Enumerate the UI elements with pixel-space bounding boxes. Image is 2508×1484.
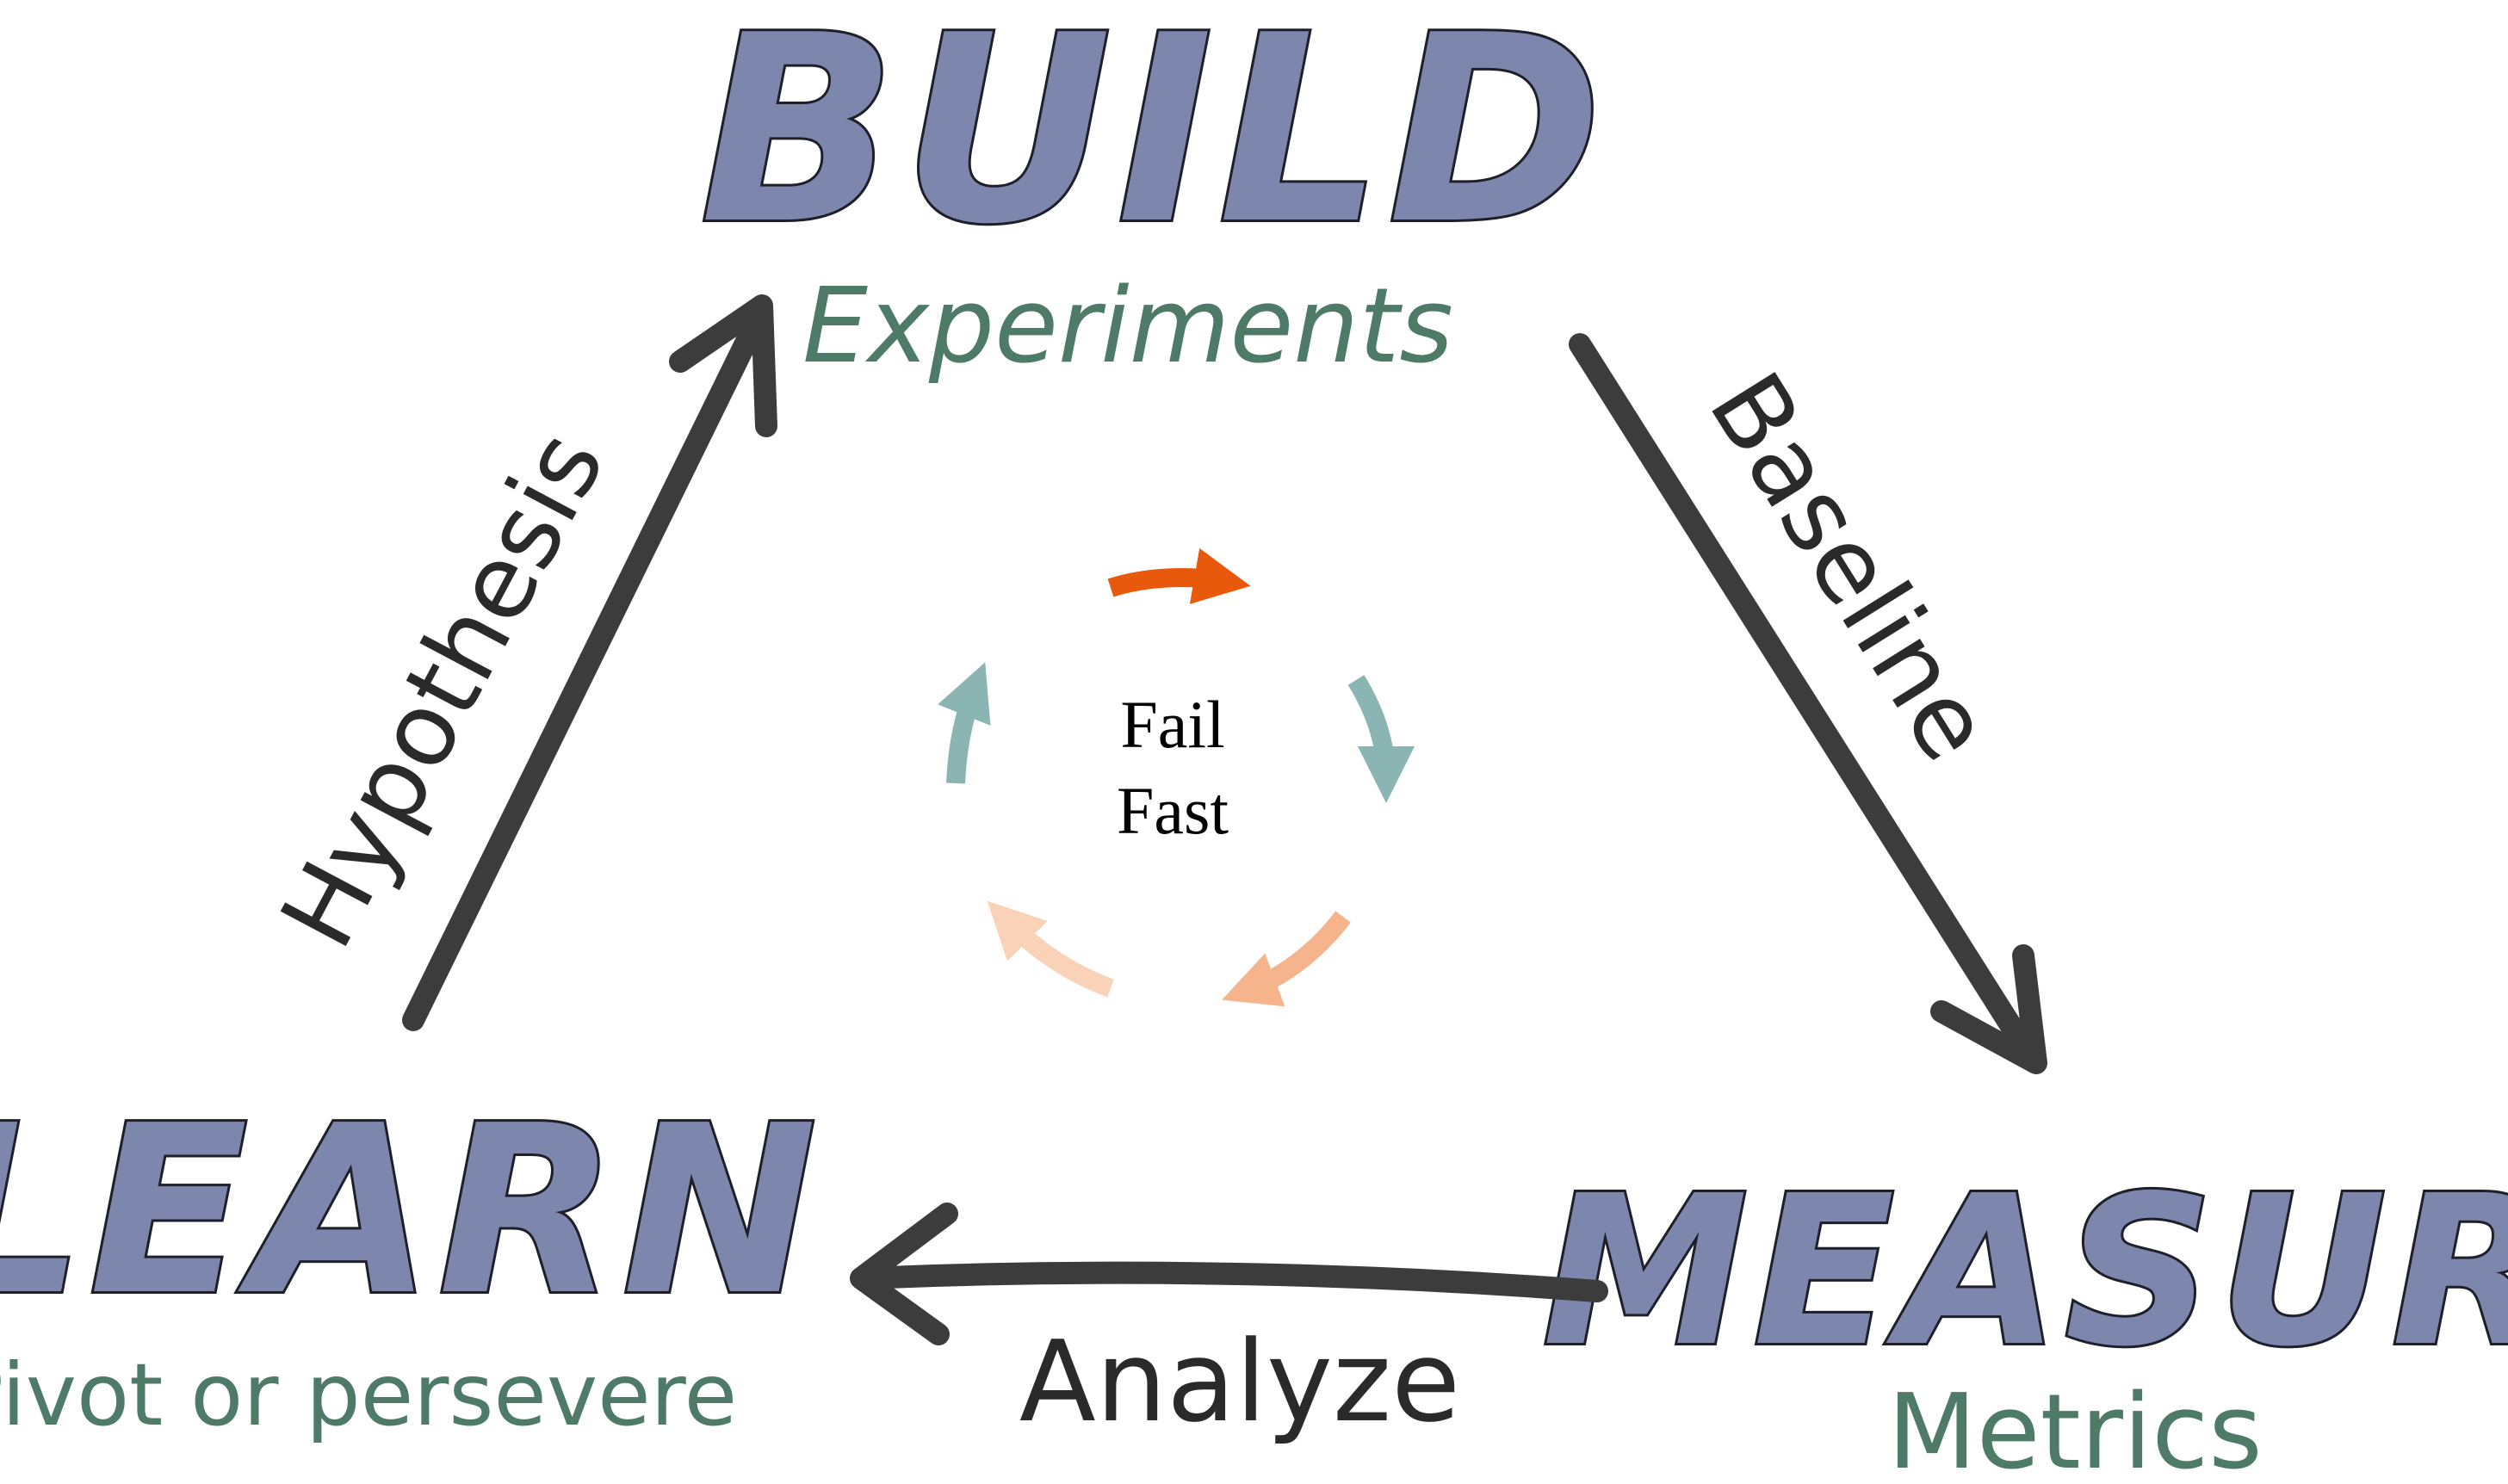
cycle-arrow-bottom-left bbox=[987, 900, 1114, 998]
cycle-arrow-bottom-right bbox=[1222, 911, 1351, 1007]
cycle-arrow-left bbox=[938, 662, 991, 784]
measure-title: MEASURE bbox=[1543, 1151, 2508, 1392]
center-label-line2: Fast bbox=[1117, 773, 1229, 848]
arrow-measure-to-learn bbox=[850, 1203, 1608, 1345]
learn-title: LEARN bbox=[0, 1075, 822, 1346]
label-baseline: Baseline bbox=[1687, 353, 2016, 781]
measure-subtitle: Metrics bbox=[1887, 1373, 2263, 1484]
build-stage: BUILD Experiments bbox=[697, 0, 1607, 386]
arrow-learn-to-build bbox=[402, 294, 777, 1031]
build-title: BUILD bbox=[700, 0, 1607, 281]
learn-subtitle: Pivot or persevere bbox=[0, 1345, 737, 1445]
cycle-arrow-top bbox=[1107, 547, 1251, 604]
measure-stage: MEASURE Metrics bbox=[1540, 1148, 2508, 1484]
fail-fast-cycle: Fail Fast bbox=[938, 547, 1415, 1007]
center-label-line1: Fail bbox=[1120, 687, 1224, 762]
learn-stage: LEARN Pivot or persevere bbox=[0, 1073, 822, 1445]
cycle-arrow-right bbox=[1347, 675, 1415, 803]
build-subtitle: Experiments bbox=[802, 267, 1453, 386]
arrow-build-to-measure bbox=[1569, 333, 2047, 1074]
label-analyze: Analyze bbox=[1019, 1316, 1460, 1447]
